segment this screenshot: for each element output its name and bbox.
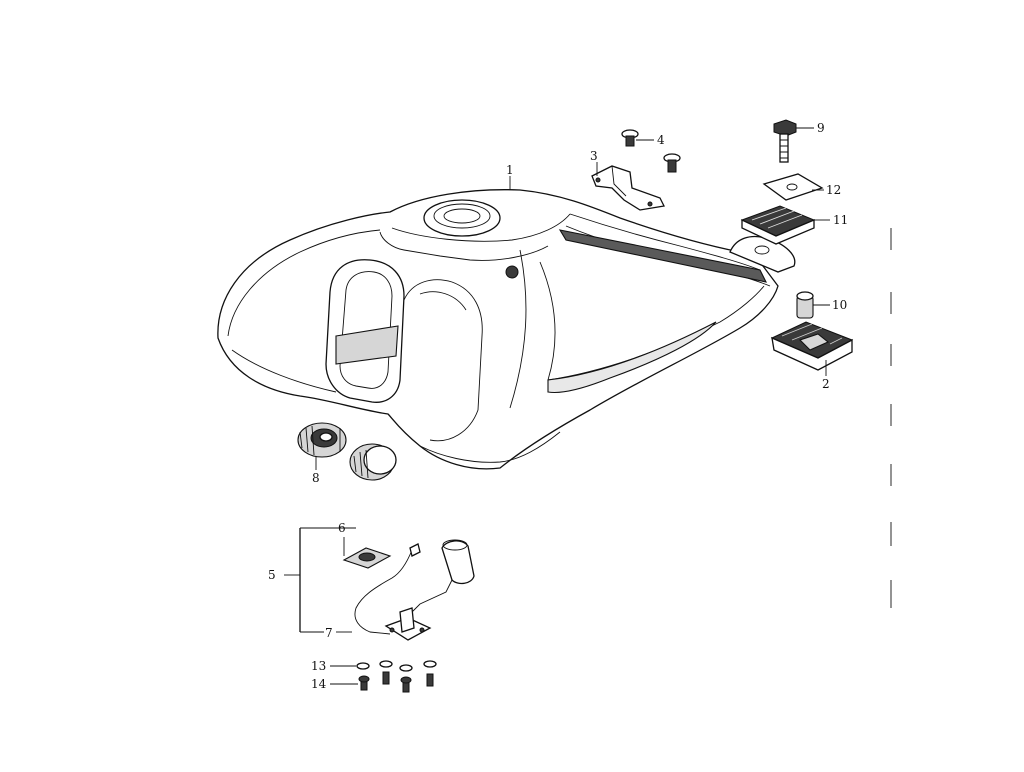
callout-5: 5 <box>268 568 276 582</box>
leader-lines <box>284 127 830 685</box>
callout-10: 10 <box>832 298 847 312</box>
callout-1: 1 <box>506 163 514 177</box>
callout-11: 11 <box>833 213 848 227</box>
collar-part-10 <box>796 291 814 319</box>
callout-14: 14 <box>311 677 327 691</box>
washers-part-13 <box>356 660 437 672</box>
callout-9: 9 <box>817 121 825 135</box>
callout-12: 12 <box>826 183 841 197</box>
callout-6: 6 <box>338 521 346 535</box>
grommet-part-8 <box>297 422 397 481</box>
fuel-sender-assembly <box>342 539 475 641</box>
callout-4: 4 <box>657 133 665 147</box>
screw-part-4 <box>621 129 681 173</box>
callout-13: 13 <box>311 659 326 673</box>
plate-part-12 <box>762 173 824 201</box>
callout-labels: 1 2 3 4 5 6 7 8 9 10 11 12 13 14 <box>268 121 848 691</box>
bolt-part-9 <box>773 119 797 163</box>
callout-8: 8 <box>312 471 320 485</box>
fuel-tank <box>217 189 796 470</box>
callout-7: 7 <box>325 626 333 640</box>
mounting-bracket <box>591 165 665 211</box>
callout-2: 2 <box>822 377 830 391</box>
cushion-part-2 <box>770 321 854 371</box>
screws-part-14 <box>358 671 434 693</box>
callout-3: 3 <box>590 149 598 163</box>
rubber-pad-part-11 <box>740 205 816 245</box>
